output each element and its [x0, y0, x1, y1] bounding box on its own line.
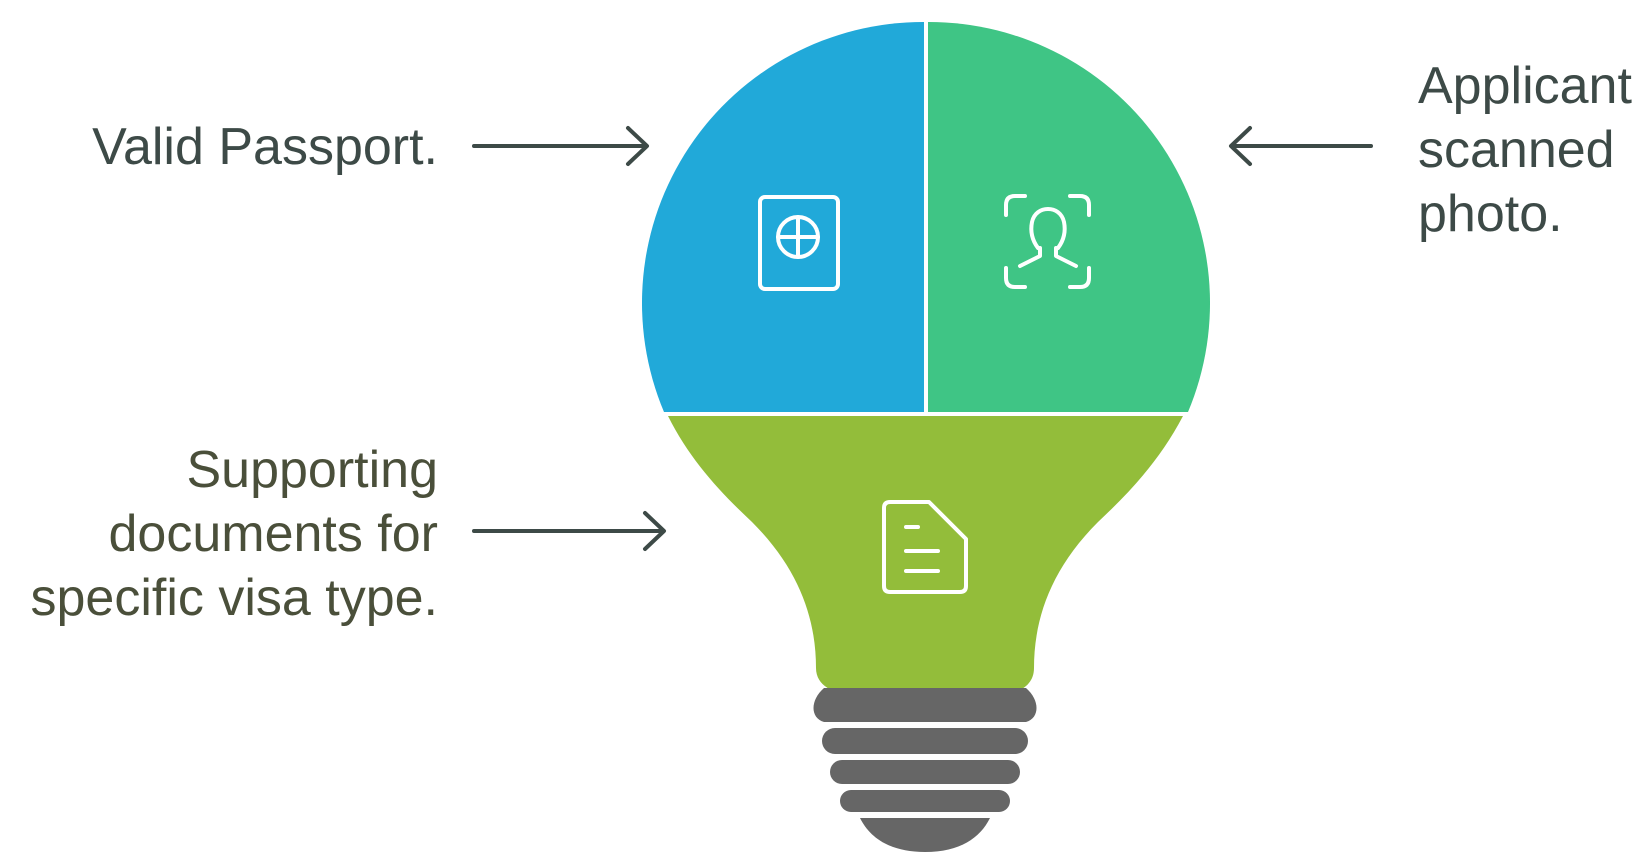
face-scan-icon — [1004, 194, 1091, 289]
photo-label-line: scanned — [1418, 121, 1615, 179]
arrow-supporting — [472, 511, 666, 551]
passport-label-line: Valid Passport. — [92, 118, 438, 176]
supporting-label-line: documents for — [108, 505, 439, 563]
arrow-passport — [472, 126, 649, 166]
supporting-label-line: Supporting — [186, 441, 438, 499]
supporting-label-line: specific visa type. — [30, 569, 439, 627]
document-icon — [882, 500, 968, 594]
photo-section — [928, 21, 1211, 413]
passport-section — [641, 21, 924, 413]
supporting-section — [668, 416, 1183, 694]
arrow-photo — [1229, 126, 1373, 166]
bulb-base — [813, 688, 1037, 852]
passport-label: Valid Passport. — [0, 115, 438, 179]
supporting-label: Supporting documents for specific visa t… — [0, 438, 439, 630]
photo-label: Applicant scanned photo. — [1418, 54, 1632, 246]
photo-label-line: Applicant — [1418, 57, 1632, 115]
passport-icon — [758, 195, 840, 291]
photo-label-line: photo. — [1418, 185, 1563, 243]
